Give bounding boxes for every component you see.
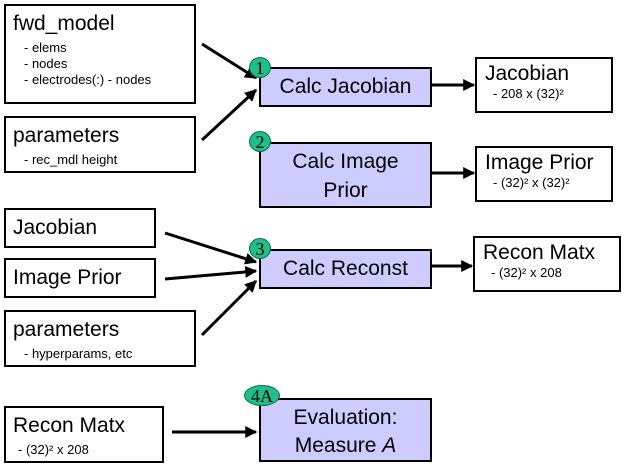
image-prior-input-title: Image Prior: [13, 266, 122, 289]
recon-matx-output-box: Recon Matx - (32)² x 208: [473, 236, 621, 292]
parameters-box-2: parameters - hyperparams, etc: [4, 310, 196, 367]
parameters-items: - hyperparams, etc: [24, 346, 132, 362]
image-prior-output-size: - (32)² x (32)²: [493, 175, 570, 190]
jacobian-output-box: Jacobian - 208 x (32)²: [475, 57, 613, 113]
evaluation-box: Evaluation: Measure A: [259, 398, 432, 462]
jacobian-output-title: Jacobian: [485, 62, 570, 85]
fwd-model-item: - elems: [24, 40, 67, 55]
calc-jacobian-label: Calc Jacobian: [279, 75, 412, 98]
jacobian-input-title: Jacobian: [13, 216, 98, 239]
fwd-model-item: - nodes: [24, 56, 68, 71]
parameters-title: parameters: [13, 318, 120, 341]
parameters-item: - rec_mdl height: [24, 152, 118, 167]
step-badge-2: 2: [249, 131, 271, 152]
recon-matx-input-box: Recon Matx - (32)² x 208: [4, 406, 164, 463]
jacobian-output-size: - 208 x (32)²: [493, 86, 564, 101]
fwd-model-title: fwd_model: [13, 12, 115, 35]
calc-image-prior-box: Calc Image Prior: [259, 142, 432, 208]
evaluation-line2-prefix: Measure: [294, 434, 383, 457]
parameters-items: - rec_mdl height: [24, 152, 117, 168]
arrow-jacobian-input-to-reconst: [164, 231, 258, 265]
recon-matx-input-title: Recon Matx: [13, 414, 126, 437]
parameters-box-1: parameters - rec_mdl height: [4, 116, 196, 173]
arrow-parameters-to-jacobian: [200, 88, 258, 142]
recon-matx-input-items: - (32)² x 208: [18, 442, 89, 458]
parameters-title: parameters: [13, 124, 120, 147]
step-badge-3: 3: [249, 238, 271, 259]
calc-image-prior-line1: Calc Image: [292, 150, 399, 173]
calc-image-prior-line2: Prior: [323, 179, 368, 202]
arrow-parameters-to-reconst: [200, 279, 258, 337]
jacobian-input-box: Jacobian: [4, 208, 156, 248]
fwd-model-box: fwd_model - elems - nodes - electrodes(:…: [4, 4, 196, 104]
calc-reconst-box: Calc Reconst: [259, 249, 432, 289]
parameters-item: - hyperparams, etc: [24, 346, 133, 361]
fwd-model-item: - electrodes(:) - nodes: [24, 72, 152, 87]
image-prior-output-box: Image Prior - (32)² x (32)²: [475, 146, 613, 202]
image-prior-output-title: Image Prior: [485, 151, 594, 174]
image-prior-input-box: Image Prior: [4, 258, 156, 298]
calc-jacobian-box: Calc Jacobian: [259, 67, 432, 107]
evaluation-line2-measure: A: [382, 434, 397, 457]
recon-matx-output-title: Recon Matx: [483, 241, 596, 264]
arrow-prior-input-to-reconst: [164, 265, 258, 281]
calc-reconst-label: Calc Reconst: [283, 257, 408, 280]
recon-matx-output-size: - (32)² x 208: [491, 265, 562, 280]
arrow-fwd-model-to-jacobian: [201, 42, 258, 80]
fwd-model-items: - elems - nodes - electrodes(:) - nodes: [24, 40, 151, 88]
step-badge-1: 1: [249, 57, 271, 78]
step-badge-4a: 4A: [244, 385, 280, 406]
evaluation-line2: Measure A: [261, 434, 430, 458]
recon-matx-input-item: - (32)² x 208: [18, 442, 89, 457]
evaluation-line1: Evaluation:: [293, 406, 398, 429]
